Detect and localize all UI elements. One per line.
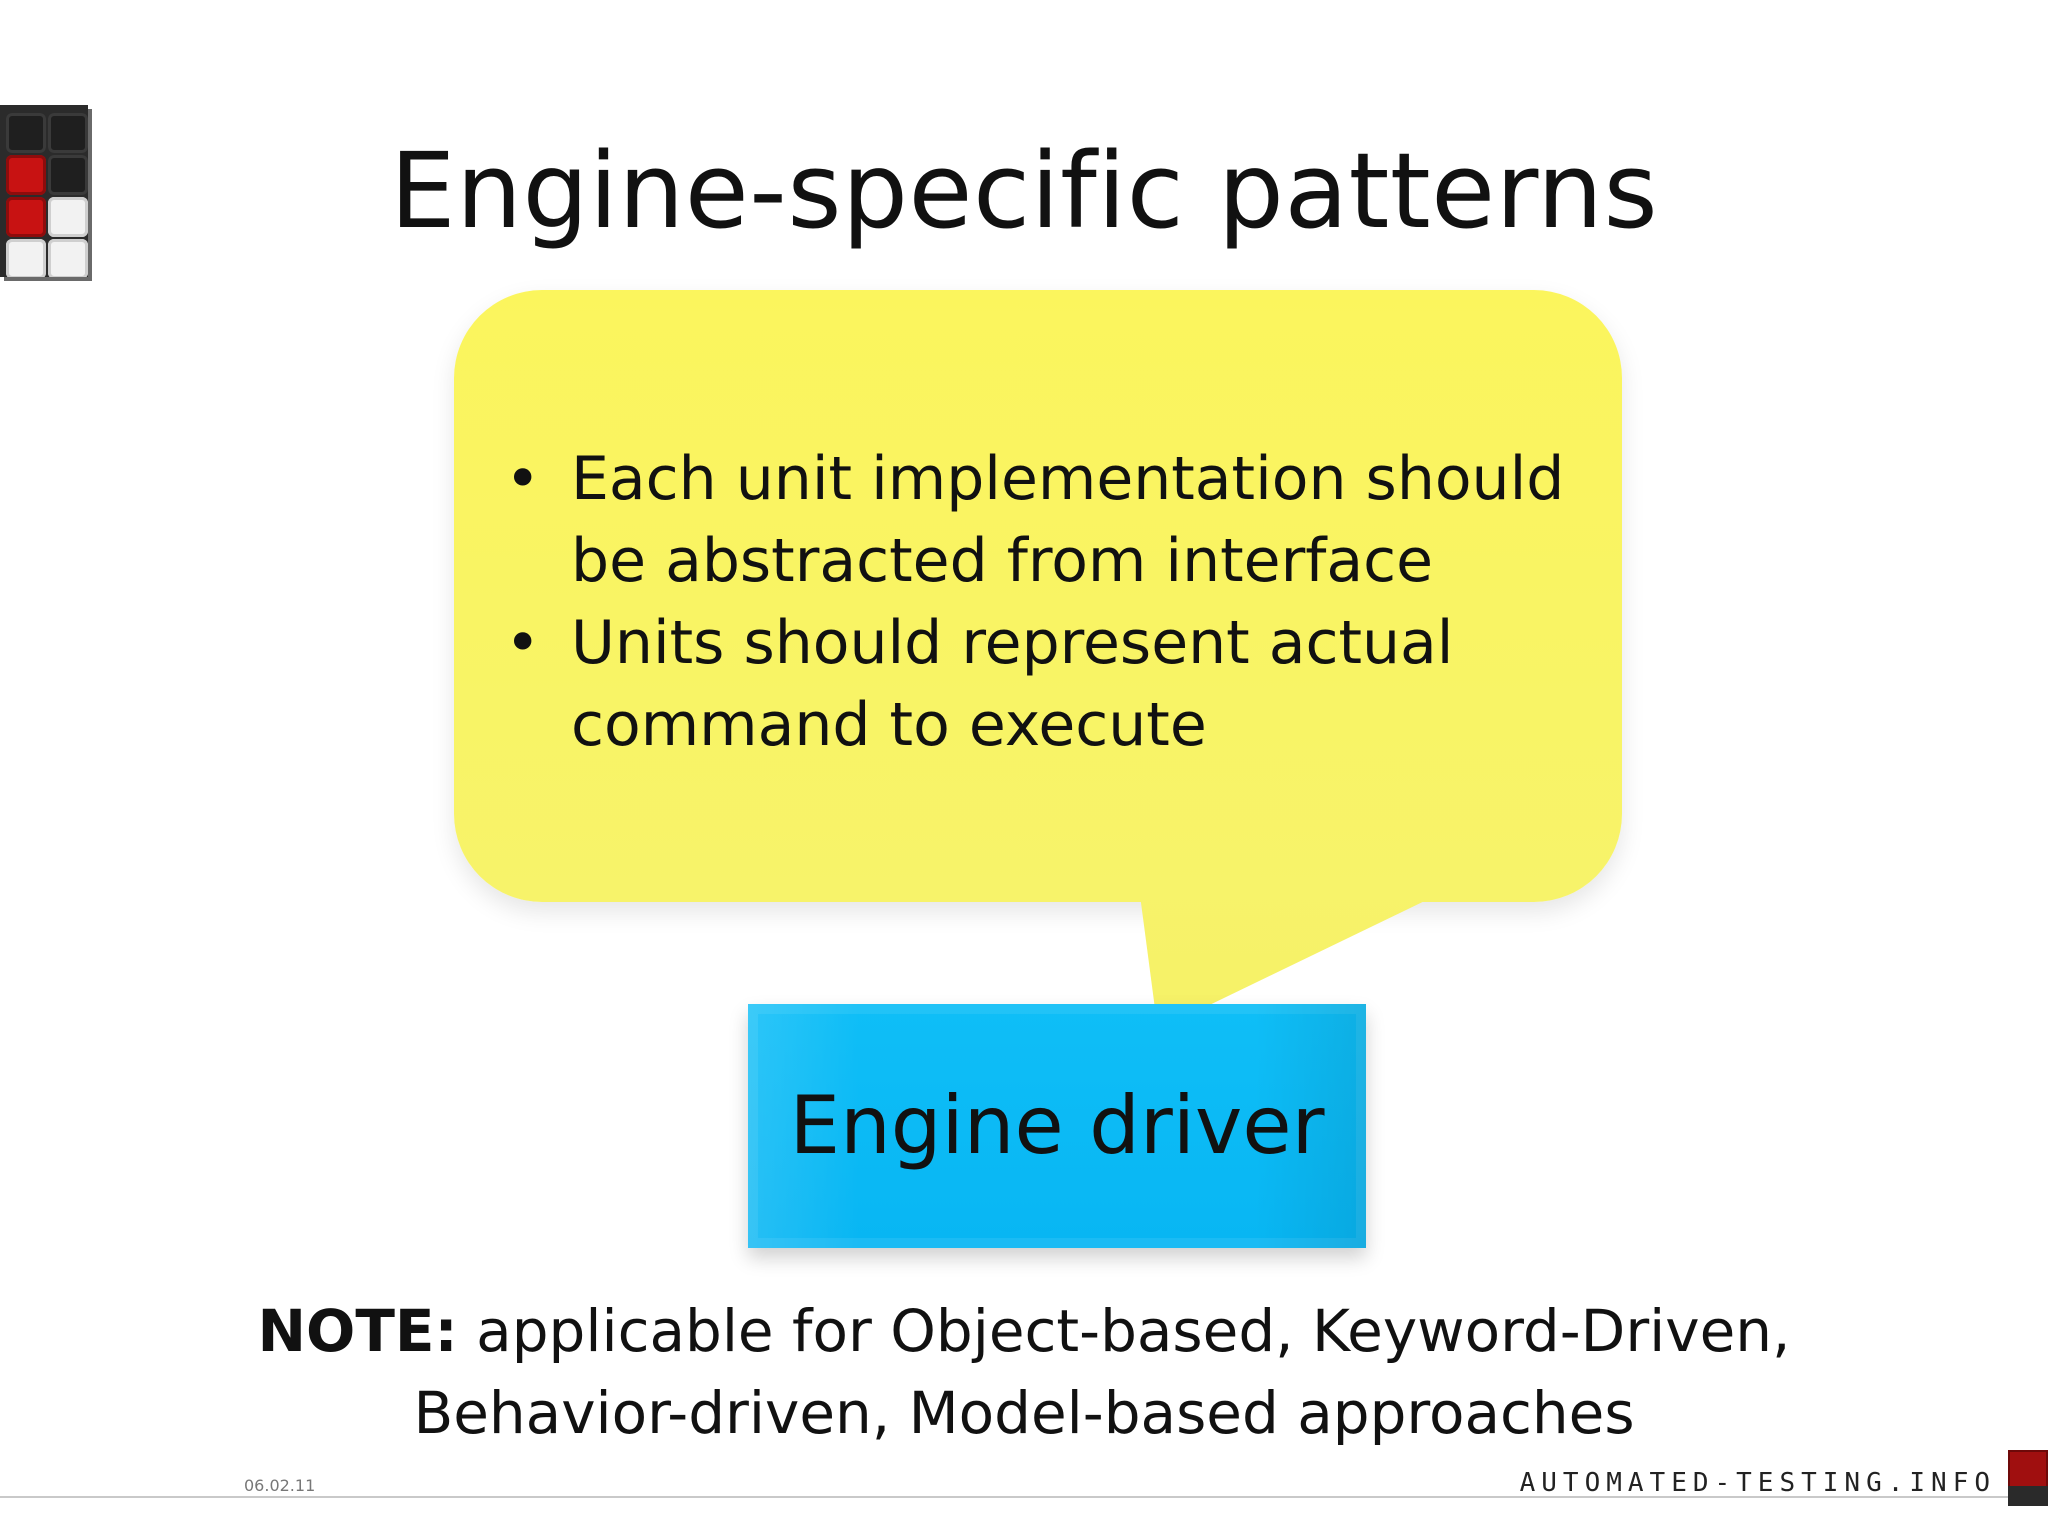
note-text: NOTE: applicable for Object-based, Keywo… bbox=[0, 1290, 2048, 1454]
footer-brand: AUTOMATED-TESTING.INFO bbox=[1519, 1468, 1996, 1498]
note-line-1: NOTE: applicable for Object-based, Keywo… bbox=[0, 1290, 2048, 1372]
engine-driver-box: Engine driver bbox=[748, 1004, 1366, 1248]
slide-title: Engine-specific patterns bbox=[389, 130, 1659, 252]
footer-date: 06.02.11 bbox=[244, 1476, 316, 1495]
bubble-bullet-item: • Each unit implementation should be abs… bbox=[505, 438, 1585, 602]
bricks-logo-icon bbox=[0, 105, 88, 277]
note-line-2: Behavior-driven, Model-based approaches bbox=[413, 1379, 1635, 1447]
engine-driver-label: Engine driver bbox=[789, 1079, 1325, 1172]
bubble-bullet-text: Each unit implementation should be abstr… bbox=[571, 444, 1565, 596]
speech-bubble bbox=[454, 290, 1622, 902]
bullet-dot-icon: • bbox=[505, 444, 541, 514]
bubble-bullet-list: • Each unit implementation should be abs… bbox=[505, 438, 1585, 766]
note-prefix: NOTE: bbox=[257, 1297, 458, 1365]
bubble-bullet-item: • Units should represent actual command … bbox=[505, 602, 1585, 766]
bubble-bullet-text: Units should represent actual command to… bbox=[571, 608, 1454, 760]
footer-corner-logo-icon bbox=[2008, 1450, 2048, 1506]
bullet-dot-icon: • bbox=[505, 608, 541, 678]
note-line-1-rest: applicable for Object-based, Keyword-Dri… bbox=[457, 1297, 1791, 1365]
footer-divider bbox=[0, 1496, 2048, 1498]
